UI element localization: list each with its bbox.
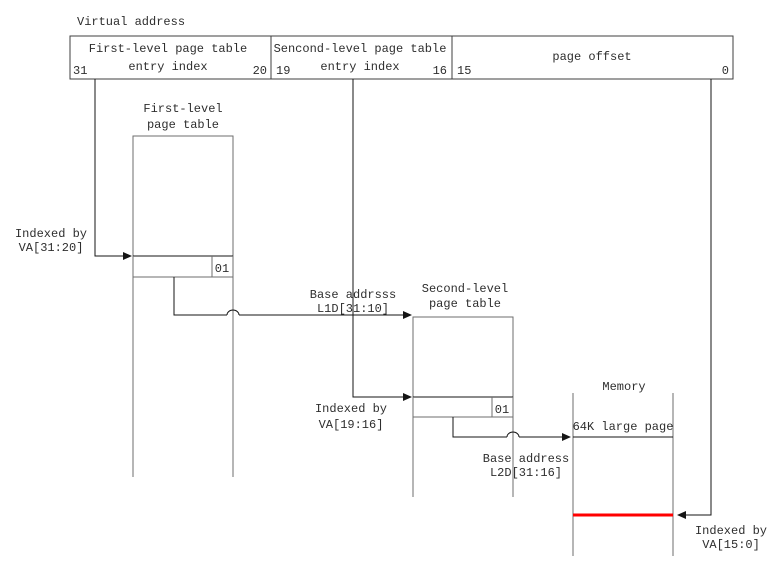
l1d-label-line2: L1D[31:10] — [317, 302, 389, 316]
idx15-label-line1: Indexed by — [695, 524, 767, 538]
va-field3-hi-bit: 15 — [457, 64, 471, 78]
indexed-va19-16-label: Indexed by VA[19:16] — [315, 402, 387, 432]
arrowhead-into-memory — [677, 511, 686, 519]
va-field1-lo-bit: 20 — [253, 64, 267, 78]
arrowhead-into-second-table-top — [403, 311, 412, 319]
second-table-label-line2: page table — [429, 297, 501, 311]
va-field2-lo-bit: 16 — [433, 64, 447, 78]
l2d-base-address-flow-line: Base address L2D[31:16] — [452, 417, 571, 480]
second-level-page-table: Second-level page table 01 — [412, 282, 514, 497]
idx19-label-line2: VA[19:16] — [319, 418, 384, 432]
va-field1-label-line2: entry index — [128, 60, 207, 74]
idx19-label-line1: Indexed by — [315, 402, 387, 416]
va-field3-label: page offset — [552, 50, 631, 64]
idx31-label-line1: Indexed by — [15, 227, 87, 241]
first-table-body — [132, 135, 234, 257]
second-table-label-line1: Second-level — [422, 282, 508, 296]
first-table-label-line1: First-level — [143, 102, 222, 116]
memory-page-label: 64K large page — [573, 420, 674, 434]
arrowhead-into-memory-page — [562, 433, 571, 441]
idx15-label-line2: VA[15:0] — [702, 538, 760, 552]
idx31-label-line2: VA[31:20] — [19, 241, 84, 255]
indexed-va15-0-label: Indexed by VA[15:0] — [695, 524, 767, 552]
indexed-va31-20-label: Indexed by VA[31:20] — [15, 227, 87, 255]
page-offset-flow-line — [677, 79, 712, 519]
second-table-body — [412, 316, 514, 398]
second-table-entry-value: 01 — [495, 403, 509, 417]
va-field1-label-line1: First-level page table — [89, 42, 247, 56]
va-field2-label-line2: entry index — [320, 60, 399, 74]
diagram-title: Virtual address — [77, 15, 185, 29]
line-hop-over-second-table-edge — [506, 431, 520, 438]
l2d-label-line1: Base address — [483, 452, 569, 466]
va-field-first-level: First-level page table entry index 31 20 — [73, 42, 267, 78]
va-field1-hi-bit: 31 — [73, 64, 87, 78]
va31-20-flow-line — [94, 79, 132, 260]
l2d-label-line2: L2D[31:16] — [490, 466, 562, 480]
arrowhead-into-second-table — [403, 393, 412, 401]
l1d-label-line1: Base addrsss — [310, 288, 396, 302]
va-box-outline — [69, 35, 734, 80]
va19-16-flow-line — [352, 79, 412, 401]
va-field3-lo-bit: 0 — [722, 64, 729, 78]
line-hop-over-first-table-edge — [226, 309, 240, 316]
first-table-entry-value: 01 — [215, 262, 229, 276]
first-level-page-table: First-level page table 01 — [132, 102, 234, 477]
va-field2-hi-bit: 19 — [276, 64, 290, 78]
va-field2-label-line1: Sencond-level page table — [274, 42, 447, 56]
va-field-page-offset: page offset 15 0 — [457, 50, 729, 78]
first-table-label-line2: page table — [147, 118, 219, 132]
memory-label: Memory — [602, 380, 645, 394]
va-field-second-level: Sencond-level page table entry index 19 … — [274, 42, 447, 78]
l1d-base-address-flow-line: Base addrsss L1D[31:10] — [173, 277, 412, 319]
arrowhead-into-first-table — [123, 252, 132, 260]
memory-region: Memory 64K large page — [572, 380, 674, 556]
virtual-address-box — [69, 35, 734, 80]
